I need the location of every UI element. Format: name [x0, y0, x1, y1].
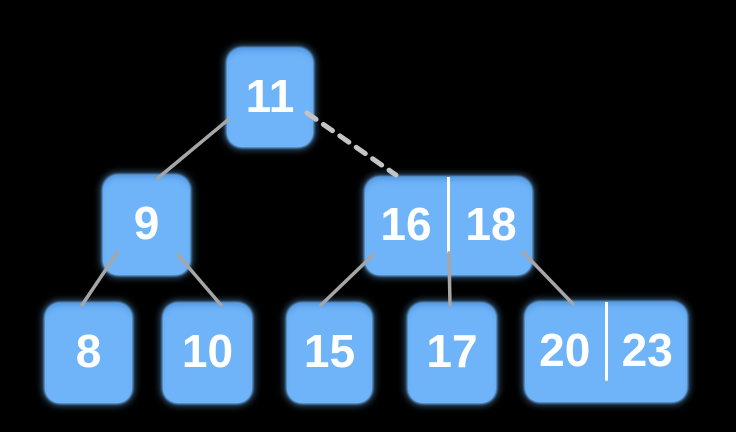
- node-key: 20: [539, 324, 591, 376]
- node-key: 16: [380, 198, 432, 250]
- key-divider: [447, 177, 450, 255]
- node-key: 8: [75, 325, 102, 377]
- key-divider: [604, 302, 608, 381]
- node-key: 9: [133, 197, 160, 249]
- tree-node-11: 11: [227, 48, 313, 147]
- tree-node-15: 15: [287, 303, 372, 403]
- node-key: 23: [621, 324, 673, 376]
- tree-node-9: 9: [103, 175, 190, 275]
- node-key: 18: [465, 198, 517, 250]
- node-key: 11: [245, 69, 295, 122]
- tree-node-17: 17: [408, 303, 496, 403]
- node-key: 17: [426, 325, 478, 377]
- tree-node-8: 8: [45, 303, 132, 403]
- tree-node-10: 10: [163, 303, 252, 403]
- node-key: 15: [303, 325, 356, 377]
- tree-edge-tree-node-11-to-tree-node-16-18: [304, 110, 399, 178]
- tree-edge-tree-node-11-to-tree-node-9: [156, 117, 231, 180]
- node-key: 10: [181, 325, 234, 377]
